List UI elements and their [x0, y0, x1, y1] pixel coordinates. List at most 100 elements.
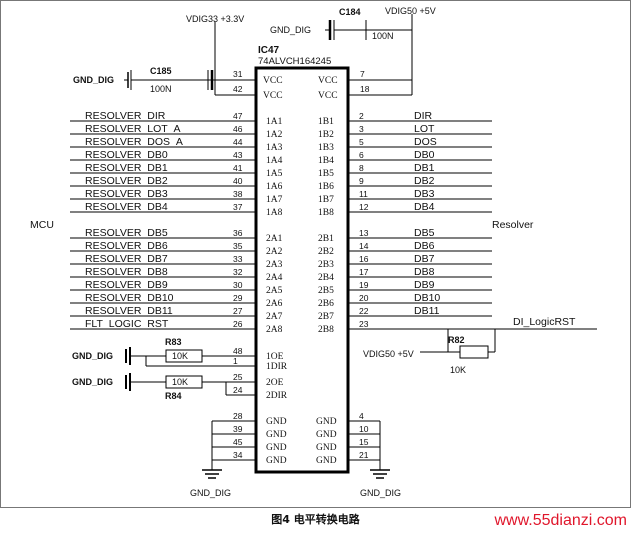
r82-ref: R82 [448, 335, 465, 345]
pin-name-b: 2B2 [318, 247, 334, 257]
pin-num-left: 43 [233, 150, 243, 160]
pin-num-right: 3 [359, 124, 364, 134]
pin-name-b: 2B4 [318, 273, 334, 283]
pin-num-left: 27 [233, 306, 243, 316]
gnd-left-label: GND_DIG [190, 488, 231, 498]
pin-num-control: 24 [233, 385, 243, 395]
mcu-net-label: RESOLVER_DB9 [85, 279, 168, 291]
pin-num-right: 2 [359, 111, 364, 121]
pin-num-right: 8 [359, 163, 364, 173]
pin-name-a: 1A3 [266, 143, 283, 153]
gnd-r84-label: GND_DIG [72, 377, 113, 387]
gnd-c185-label: GND_DIG [73, 75, 114, 85]
pin-name-gnd-right: GND [316, 456, 337, 466]
resolver-net-label: DB3 [414, 188, 435, 200]
pin-name-gnd-right: GND [316, 443, 337, 453]
pin-num-left: 29 [233, 293, 243, 303]
mcu-net-label: RESOLVER_DB8 [85, 266, 168, 278]
mcu-net-label: RESOLVER_DB11 [85, 305, 173, 317]
pin-name-b: 2B1 [318, 234, 334, 244]
vdig50-pullup-label: VDIG50 +5V [363, 349, 414, 359]
pin-name-b: 1B2 [318, 130, 334, 140]
pin-num-gnd-left: 34 [233, 450, 243, 460]
pin-num-gnd-right: 10 [359, 424, 369, 434]
mcu-net-label: RESOLVER_DOS_A [85, 136, 183, 148]
pin-num-31: 31 [233, 69, 243, 79]
resolver-net-label: DB1 [414, 162, 435, 174]
pin-num-control: 25 [233, 372, 243, 382]
c185-ref: C185 [150, 66, 172, 76]
pin-name-b: 2B5 [318, 286, 334, 296]
mcu-net-label: RESOLVER_DB10 [85, 292, 174, 304]
pin-num-control: 48 [233, 346, 243, 356]
pin-num-right: 19 [359, 280, 369, 290]
pin-num-right: 12 [359, 202, 369, 212]
pin-num-gnd-left: 39 [233, 424, 243, 434]
pin-num-left: 46 [233, 124, 243, 134]
r84-ref: R84 [165, 391, 182, 401]
r82-body [459, 345, 489, 359]
pin-num-42: 42 [233, 84, 243, 94]
mcu-net-label: RESOLVER_DIR [85, 110, 166, 122]
pin-name-control: 1OE [266, 352, 284, 362]
pin-num-left: 38 [233, 189, 243, 199]
c184-ref: C184 [339, 7, 361, 17]
pin-name-a: 2A4 [266, 273, 283, 283]
pin-name-b: 1B6 [318, 182, 334, 192]
r83-value: 10K [172, 351, 188, 361]
resolver-net-label: DB11 [414, 305, 440, 317]
pin-name-vcc-31: VCC [263, 76, 283, 86]
mcu-net-label: RESOLVER_DB4 [85, 201, 168, 213]
pin-num-18: 18 [360, 84, 370, 94]
pin-name-b: 1B1 [318, 117, 334, 127]
mcu-net-label: RESOLVER_DB3 [85, 188, 168, 200]
pin-num-left: 30 [233, 280, 243, 290]
pin-name-a: 1A4 [266, 156, 283, 166]
mcu-label: MCU [30, 219, 54, 231]
pin-num-right: 5 [359, 137, 364, 147]
c184-value: 100N [372, 31, 394, 41]
pin-name-b: 1B4 [318, 156, 334, 166]
pin-num-7: 7 [360, 69, 365, 79]
pin-num-left: 32 [233, 267, 243, 277]
ic-body [254, 66, 350, 474]
pin-name-b: 2B3 [318, 260, 334, 270]
watermark-text: www.55dianzi.com [494, 512, 628, 529]
resolver-net-label: DB8 [414, 266, 435, 278]
pin-name-gnd-right: GND [316, 430, 337, 440]
pin-name-a: 1A7 [266, 195, 283, 205]
pin-num-left: 26 [233, 319, 243, 329]
pin-name-a: 2A7 [266, 312, 283, 322]
mcu-net-label: RESOLVER_DB6 [85, 240, 168, 252]
ic-ref: IC47 [258, 45, 280, 56]
pin-num-left: 37 [233, 202, 243, 212]
pin-num-right: 13 [359, 228, 369, 238]
pin-num-right: 22 [359, 306, 369, 316]
pin-name-a: 1A6 [266, 182, 283, 192]
pin-num-control: 1 [233, 356, 238, 366]
pin-name-a: 1A2 [266, 130, 283, 140]
pin-name-b: 1B8 [318, 208, 334, 218]
pin-num-gnd-right: 4 [359, 411, 364, 421]
pin-name-vcc-7: VCC [318, 76, 338, 86]
pin-name-gnd-left: GND [266, 443, 287, 453]
resolver-net-label: DB7 [414, 253, 435, 265]
vdig50-top-label: VDIG50 +5V [385, 6, 436, 16]
pin-name-a: 2A2 [266, 247, 283, 257]
vdig33-label: VDIG33 +3.3V [186, 14, 244, 24]
gnd-right-label: GND_DIG [360, 488, 401, 498]
mcu-net-label: RESOLVER_DB5 [85, 227, 168, 239]
pin-num-right: 6 [359, 150, 364, 160]
r83-ref: R83 [165, 337, 182, 347]
resolver-net-label: DB0 [414, 149, 435, 161]
resolver-net-label: DIR [414, 110, 433, 122]
resolver-label: Resolver [492, 219, 534, 231]
resolver-net-label: DOS [414, 136, 437, 148]
r84-value: 10K [172, 377, 188, 387]
pin-num-gnd-left: 45 [233, 437, 243, 447]
pin-name-b: 2B6 [318, 299, 334, 309]
